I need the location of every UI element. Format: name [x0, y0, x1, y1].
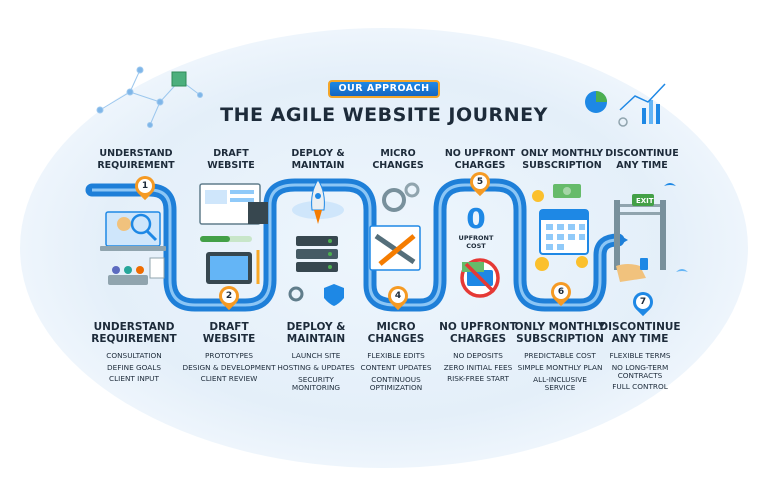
step-marker-1: 1: [130, 171, 160, 202]
no-card-icon: [460, 258, 500, 298]
list-item: CONSULTATION: [106, 351, 162, 360]
list-item: ZERO INITIAL FEES: [443, 362, 513, 372]
list-item: SERVICE: [544, 383, 576, 392]
page-title: THE AGILE WEBSITE JOURNEY: [220, 104, 548, 126]
zero-line-2: COST: [466, 242, 486, 250]
list-item: CONTENT UPDATES: [360, 362, 432, 372]
list-item: PROTOTYPES: [205, 351, 253, 360]
step-marker-6: 6: [546, 277, 576, 308]
step-3-bottom-label: DEPLOY &MAINTAIN: [286, 321, 346, 345]
step-marker-2: 2: [214, 281, 244, 312]
list-item: PREDICTABLE COST: [524, 351, 596, 360]
zero-digit: 0: [466, 202, 486, 235]
step-3-top-label: DEPLOY &MAINTAIN: [291, 148, 345, 171]
list-item: FLEXIBLE EDITS: [367, 351, 425, 360]
calendar-money-icon: [532, 184, 589, 271]
zero-line-1: UPFRONT: [458, 234, 494, 242]
step-6-details: PREDICTABLE COST SIMPLE MONTHLY PLAN ALL-I…: [512, 350, 608, 392]
list-item: FULL CONTROL: [612, 381, 668, 391]
step-2-details: PROTOTYPES DESIGN & DEVELOPMENT CLIENT REV…: [181, 350, 277, 385]
wireframe-tablet-icon: [199, 183, 268, 284]
list-item: NO LONG-TERM: [611, 362, 669, 372]
zero-upfront-cost: 0 UPFRONT COST: [446, 202, 506, 251]
magnifier-laptop-icon: [100, 211, 166, 285]
rocket-server-icon: [288, 179, 344, 306]
exit-gate-icon: [614, 183, 688, 282]
network-graphic-icon: [96, 66, 203, 128]
list-item: LAUNCH SITE: [291, 351, 341, 360]
exit-sign-label: EXIT: [636, 197, 654, 205]
list-item: SECURITY: [298, 375, 334, 384]
list-item: CLIENT INPUT: [109, 374, 159, 383]
list-item: CLIENT REVIEW: [200, 374, 258, 383]
list-item: FLEXIBLE TERMS: [609, 351, 671, 360]
list-item: DESIGN & DEVELOPMENT: [182, 362, 276, 372]
list-item: NO DEPOSITS: [453, 351, 503, 360]
list-item: HOSTING & UPDATES: [277, 362, 355, 372]
step-marker-4: 4: [383, 281, 413, 312]
chart-graphic-icon: [585, 83, 666, 127]
approach-badge: OUR APPROACH: [328, 80, 440, 98]
wrench-screwdriver-icon: [369, 182, 421, 271]
list-item: RISK-FREE START: [447, 374, 509, 383]
step-1-details: CONSULTATION DEFINE GOALS CLIENT INPUT: [86, 350, 182, 385]
list-item: MONITORING: [291, 383, 341, 392]
list-item: CONTINUOUS: [371, 375, 421, 384]
step-marker-5: 5: [465, 167, 495, 198]
list-item: SIMPLE MONTHLY PLAN: [517, 362, 603, 372]
step-5-details: NO DEPOSITS ZERO INITIAL FEES RISK-FREE ST…: [430, 350, 526, 385]
list-item: CONTRACTS: [617, 370, 663, 380]
list-item: ALL-INCLUSIVE: [533, 375, 587, 384]
list-item: DEFINE GOALS: [107, 362, 161, 372]
step-marker-7: 7: [628, 287, 658, 318]
list-item: OPTIMIZATION: [369, 383, 423, 392]
